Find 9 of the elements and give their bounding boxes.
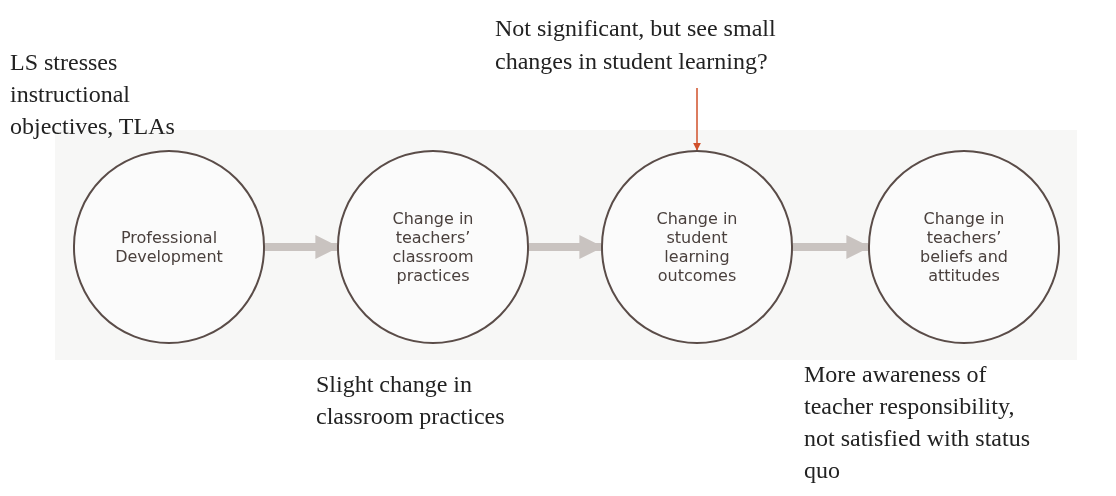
annotation-text: More awareness of teacher responsibility, not satisfied with status quo (804, 360, 1031, 485)
node-label: Change in teachers’ beliefs and attitudes (919, 209, 1009, 285)
node-label: Change in teachers’ classroom practices (391, 209, 475, 285)
annotation-text: Slight change in classroom practices (316, 370, 506, 431)
annotation-text: LS stresses instructional objectives, TLAs (10, 48, 176, 141)
arrow (693, 87, 701, 151)
annotation-text: Not significant, but see small changes in student learning? (495, 14, 777, 76)
node-label: Professional Development (114, 228, 224, 266)
node-label: Change in student learning outcomes (655, 209, 739, 285)
